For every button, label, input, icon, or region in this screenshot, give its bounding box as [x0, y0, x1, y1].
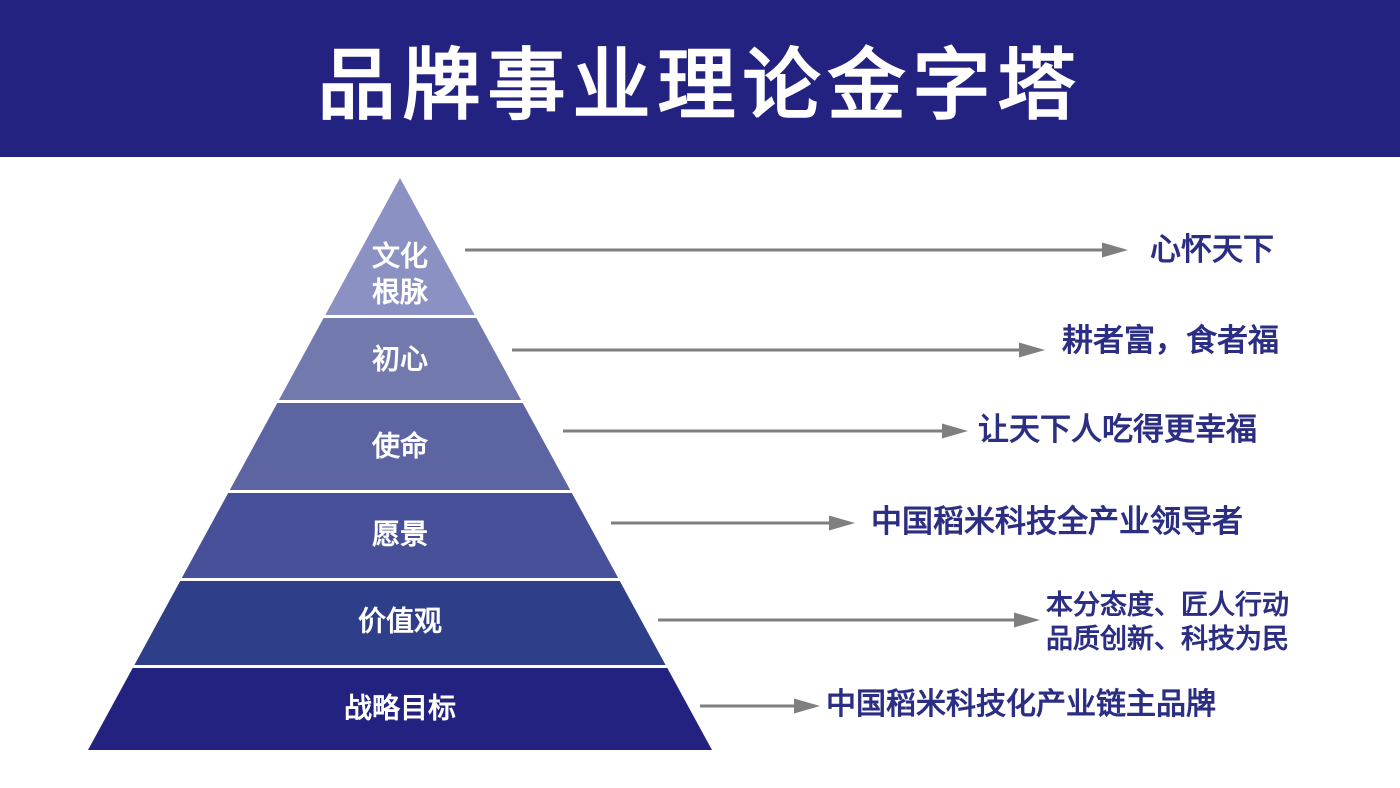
level-4-arrow-icon	[611, 515, 855, 531]
pyramid-level-4-label: 愿景	[372, 519, 428, 550]
page-title: 品牌事业理论金字塔	[317, 40, 1083, 129]
pyramid-level-5-label: 价值观	[358, 606, 442, 637]
pyramid-level-2-shape	[278, 318, 522, 400]
arrow-head	[942, 423, 968, 439]
level-2-arrow-icon	[512, 342, 1045, 358]
pyramid-level-6-label: 战略目标	[344, 693, 456, 724]
level-5-arrow-icon	[658, 612, 1040, 628]
pyramid-level-3-label: 使命	[371, 430, 429, 462]
annotation-mission: 让天下人吃得更幸福	[978, 412, 1257, 447]
pyramid-level-1-label-line2: 根脉	[372, 277, 429, 308]
annotation-strategic-goal: 中国稻米科技化产业链主品牌	[826, 688, 1216, 721]
pyramid-level-4-shape	[181, 493, 619, 578]
pyramid-level-1-label-line1: 文化	[372, 240, 428, 272]
level-1-arrow-icon	[465, 242, 1128, 258]
annotation-values-line1: 本分态度、匠人行动	[1046, 590, 1289, 620]
annotation-values-line2: 品质创新、科技为民	[1046, 624, 1289, 654]
annotation-culture-roots: 心怀天下	[1150, 232, 1274, 267]
pyramid-level-6-shape	[88, 668, 712, 750]
annotation-vision: 中国稻米科技全产业领导者	[871, 504, 1243, 539]
pyramid-level-1-shape	[325, 178, 475, 315]
level-6-arrow-icon	[700, 698, 820, 714]
level-3-arrow-icon	[563, 423, 968, 439]
header-banner: 品牌事业理论金字塔	[0, 0, 1400, 157]
arrow-head	[794, 698, 820, 714]
arrow-head	[1019, 342, 1045, 358]
pyramid-level-2-label: 初心	[372, 344, 428, 375]
pyramid-level-5-shape	[134, 581, 666, 665]
arrow-head	[1102, 242, 1128, 258]
annotation-original-intention: 耕者富，食者福	[1062, 323, 1279, 358]
pyramid-level-3-shape	[229, 403, 571, 490]
arrow-head	[829, 515, 855, 531]
arrow-head	[1014, 612, 1040, 628]
annotation-values: 本分态度、匠人行动 品质创新、科技为民	[1046, 588, 1289, 656]
